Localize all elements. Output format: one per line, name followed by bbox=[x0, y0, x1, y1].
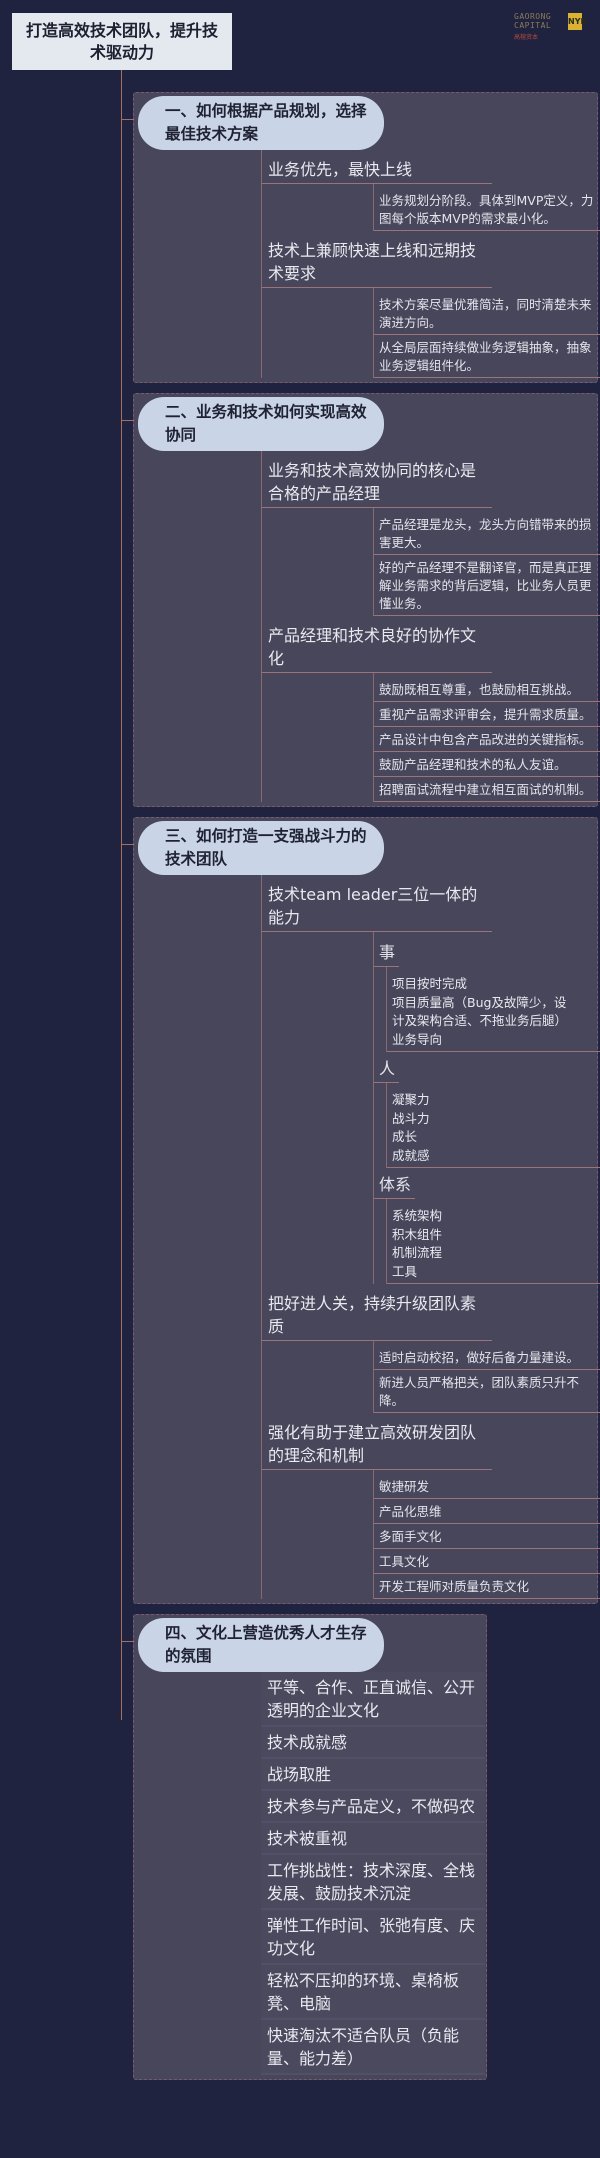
detail-line: 计及架构合适、不拖业务后腿） bbox=[392, 1013, 568, 1028]
detail-list: 事项目按时完成项目质量高（Bug及故障少，设计及架构合适、不拖业务后腿） 业务导向… bbox=[373, 932, 600, 1284]
logo-line1: GAORONG bbox=[514, 12, 552, 21]
detail-line: 系统架构 bbox=[392, 1208, 443, 1223]
subtopic[interactable]: 技术上兼顾快速上线和远期技术要求 bbox=[262, 231, 492, 288]
trunk-connector bbox=[121, 70, 122, 1720]
subtopic[interactable]: 平等、合作、正直诚信、公开透明的企业文化 bbox=[261, 1672, 485, 1727]
detail-item[interactable]: 鼓励既相互尊重，也鼓励相互挑战。 bbox=[374, 677, 600, 702]
detail-line: 机制流程 bbox=[392, 1245, 443, 1260]
subtopic[interactable]: 弹性工作时间、张弛有度、庆功文化 bbox=[261, 1910, 485, 1965]
detail-item[interactable]: 产品化思维 bbox=[374, 1499, 600, 1524]
detail-item[interactable]: 重视产品需求评审会，提升需求质量。 bbox=[374, 702, 600, 727]
section-topic[interactable]: 三、如何打造一支强战斗力的技术团队 bbox=[138, 821, 384, 875]
section-topic[interactable]: 一、如何根据产品规划，选择最佳技术方案 bbox=[138, 96, 384, 150]
subtopic[interactable]: 技术参与产品定义，不做码农 bbox=[261, 1791, 485, 1823]
detail-sublist: 凝聚力战斗力成长成就感 bbox=[386, 1083, 600, 1168]
detail-list: 鼓励既相互尊重，也鼓励相互挑战。重视产品需求评审会，提升需求质量。产品设计中包含… bbox=[373, 673, 600, 802]
detail-item[interactable]: 业务规划分阶段。具体到MVP定义，力图每个版本MVP的需求最小化。 bbox=[374, 188, 600, 231]
detail-item[interactable]: 敏捷研发 bbox=[374, 1474, 600, 1499]
subtopic[interactable]: 业务和技术高效协同的核心是合格的产品经理 bbox=[262, 451, 492, 508]
subtopic-list: 平等、合作、正直诚信、公开透明的企业文化技术成就感战场取胜技术参与产品定义，不做… bbox=[261, 1672, 486, 2075]
subtopic[interactable]: 技术成就感 bbox=[261, 1727, 485, 1759]
detail-item[interactable]: 产品经理是龙头，龙头方向错带来的损害更大。 bbox=[374, 512, 600, 555]
subtopic[interactable]: 产品经理和技术良好的协作文化 bbox=[262, 616, 492, 673]
detail-line: 凝聚力 bbox=[392, 1092, 430, 1107]
detail-item[interactable]: 新进人员严格把关，团队素质只升不降。 bbox=[374, 1370, 600, 1413]
root-topic-label: 打造高效技术团队，提升技术驱动力 bbox=[25, 20, 218, 62]
root-topic[interactable]: 打造高效技术团队，提升技术驱动力 bbox=[12, 13, 232, 70]
mindmap-sections: 一、如何根据产品规划，选择最佳技术方案业务优先，最快上线业务规划分阶段。具体到M… bbox=[122, 92, 600, 2090]
subtopic[interactable]: 技术被重视 bbox=[261, 1823, 485, 1855]
detail-list: 产品经理是龙头，龙头方向错带来的损害更大。好的产品经理不是翻译官，而是真正理解业… bbox=[373, 508, 600, 616]
detail-item[interactable]: 好的产品经理不是翻译官，而是真正理解业务需求的背后逻辑，比业务人员更懂业务。 bbox=[374, 555, 600, 616]
section-panel: 二、业务和技术如何实现高效协同业务和技术高效协同的核心是合格的产品经理产品经理是… bbox=[122, 393, 600, 807]
detail-item[interactable]: 技术方案尽量优雅简洁，同时清楚未来演进方向。 bbox=[374, 292, 600, 335]
section-panel: 四、文化上营造优秀人才生存的氛围平等、合作、正直诚信、公开透明的企业文化技术成就… bbox=[122, 1614, 487, 2080]
detail-list: 适时启动校招，做好后备力量建设。新进人员严格把关，团队素质只升不降。 bbox=[373, 1341, 600, 1413]
detail-sublist: 项目按时完成项目质量高（Bug及故障少，设计及架构合适、不拖业务后腿） 业务导向 bbox=[386, 967, 600, 1052]
subtopic[interactable]: 轻松不压抑的环境、桌椅板凳、电脑 bbox=[261, 1965, 485, 2020]
detail-sublist: 系统架构积木组件机制流程工具 bbox=[386, 1199, 600, 1284]
detail-sublist-item[interactable]: 系统架构积木组件机制流程工具 bbox=[387, 1205, 600, 1284]
detail-line: 积木组件 bbox=[392, 1226, 443, 1242]
detail-item[interactable]: 适时启动校招，做好后备力量建设。 bbox=[374, 1345, 600, 1370]
detail-group: 事项目按时完成项目质量高（Bug及故障少，设计及架构合适、不拖业务后腿） 业务导向 bbox=[374, 936, 600, 1052]
detail-heading[interactable]: 体系 bbox=[374, 1168, 416, 1199]
subtopic[interactable]: 技术team leader三位一体的能力 bbox=[262, 875, 492, 932]
detail-line: 成长 bbox=[392, 1129, 418, 1144]
detail-line: 项目按时完成 bbox=[392, 976, 468, 991]
section-panel: 三、如何打造一支强战斗力的技术团队技术team leader三位一体的能力事项目… bbox=[122, 817, 600, 1604]
detail-line: 业务导向 bbox=[392, 1031, 443, 1047]
detail-line: 成就感 bbox=[392, 1147, 430, 1163]
subtopic-list: 技术team leader三位一体的能力事项目按时完成项目质量高（Bug及故障少… bbox=[261, 875, 600, 1599]
detail-group: 人凝聚力战斗力成长成就感 bbox=[374, 1052, 600, 1168]
detail-list: 业务规划分阶段。具体到MVP定义，力图每个版本MVP的需求最小化。 bbox=[373, 184, 600, 231]
branch-connector bbox=[122, 844, 134, 845]
branch-connector bbox=[122, 420, 134, 421]
section-topic[interactable]: 二、业务和技术如何实现高效协同 bbox=[138, 397, 384, 451]
detail-item[interactable]: 开发工程师对质量负责文化 bbox=[374, 1574, 600, 1599]
section-topic[interactable]: 四、文化上营造优秀人才生存的氛围 bbox=[138, 1618, 384, 1672]
detail-heading[interactable]: 人 bbox=[374, 1052, 400, 1083]
section-title: 四、文化上营造优秀人才生存的氛围 bbox=[165, 1624, 367, 1665]
subtopic-list: 业务和技术高效协同的核心是合格的产品经理产品经理是龙头，龙头方向错带来的损害更大… bbox=[261, 451, 600, 802]
detail-item[interactable]: 招聘面试流程中建立相互面试的机制。 bbox=[374, 777, 600, 802]
subtopic[interactable]: 战场取胜 bbox=[261, 1759, 485, 1791]
detail-sublist-item[interactable]: 凝聚力战斗力成长成就感 bbox=[387, 1089, 600, 1168]
detail-heading[interactable]: 事 bbox=[374, 936, 400, 967]
detail-item[interactable]: 鼓励产品经理和技术的私人友谊。 bbox=[374, 752, 600, 777]
logo-mark: NYD bbox=[568, 13, 587, 30]
detail-group: 体系系统架构积木组件机制流程工具 bbox=[374, 1168, 600, 1284]
detail-list: 敏捷研发产品化思维多面手文化工具文化开发工程师对质量负责文化 bbox=[373, 1470, 600, 1599]
section-title: 三、如何打造一支强战斗力的技术团队 bbox=[165, 827, 367, 868]
section-title: 二、业务和技术如何实现高效协同 bbox=[165, 403, 367, 444]
detail-item[interactable]: 多面手文化 bbox=[374, 1524, 600, 1549]
section-panel: 一、如何根据产品规划，选择最佳技术方案业务优先，最快上线业务规划分阶段。具体到M… bbox=[122, 92, 600, 383]
subtopic[interactable]: 强化有助于建立高效研发团队的理念和机制 bbox=[262, 1413, 492, 1470]
detail-list: 技术方案尽量优雅简洁，同时清楚未来演进方向。从全局层面持续做业务逻辑抽象，抽象业… bbox=[373, 288, 600, 378]
subtopic-list: 业务优先，最快上线业务规划分阶段。具体到MVP定义，力图每个版本MVP的需求最小… bbox=[261, 150, 600, 378]
section-title: 一、如何根据产品规划，选择最佳技术方案 bbox=[165, 102, 367, 143]
detail-item[interactable]: 工具文化 bbox=[374, 1549, 600, 1574]
detail-line: 战斗力 bbox=[392, 1110, 430, 1126]
detail-line: 工具 bbox=[392, 1263, 418, 1279]
detail-sublist-item[interactable]: 项目按时完成项目质量高（Bug及故障少，设计及架构合适、不拖业务后腿） 业务导向 bbox=[387, 973, 600, 1052]
subtopic[interactable]: 把好进人关，持续升级团队素质 bbox=[262, 1284, 492, 1341]
subtopic[interactable]: 业务优先，最快上线 bbox=[262, 150, 492, 184]
brand-logo: GAORONG CAPITAL NYD 高榕资本 bbox=[514, 12, 594, 52]
subtopic[interactable]: 工作挑战性：技术深度、全栈发展、鼓励技术沉淀 bbox=[261, 1855, 485, 1910]
branch-connector bbox=[122, 1641, 134, 1642]
subtopic[interactable]: 快速淘汰不适合队员（负能量、能力差） bbox=[261, 2020, 485, 2075]
logo-line2: CAPITAL bbox=[514, 21, 552, 30]
detail-line: 项目质量高（Bug及故障少，设 bbox=[392, 994, 567, 1010]
detail-item[interactable]: 产品设计中包含产品改进的关键指标。 bbox=[374, 727, 600, 752]
logo-cn: 高榕资本 bbox=[514, 34, 539, 41]
branch-connector bbox=[122, 119, 134, 120]
detail-item[interactable]: 从全局层面持续做业务逻辑抽象，抽象业务逻辑组件化。 bbox=[374, 335, 600, 378]
